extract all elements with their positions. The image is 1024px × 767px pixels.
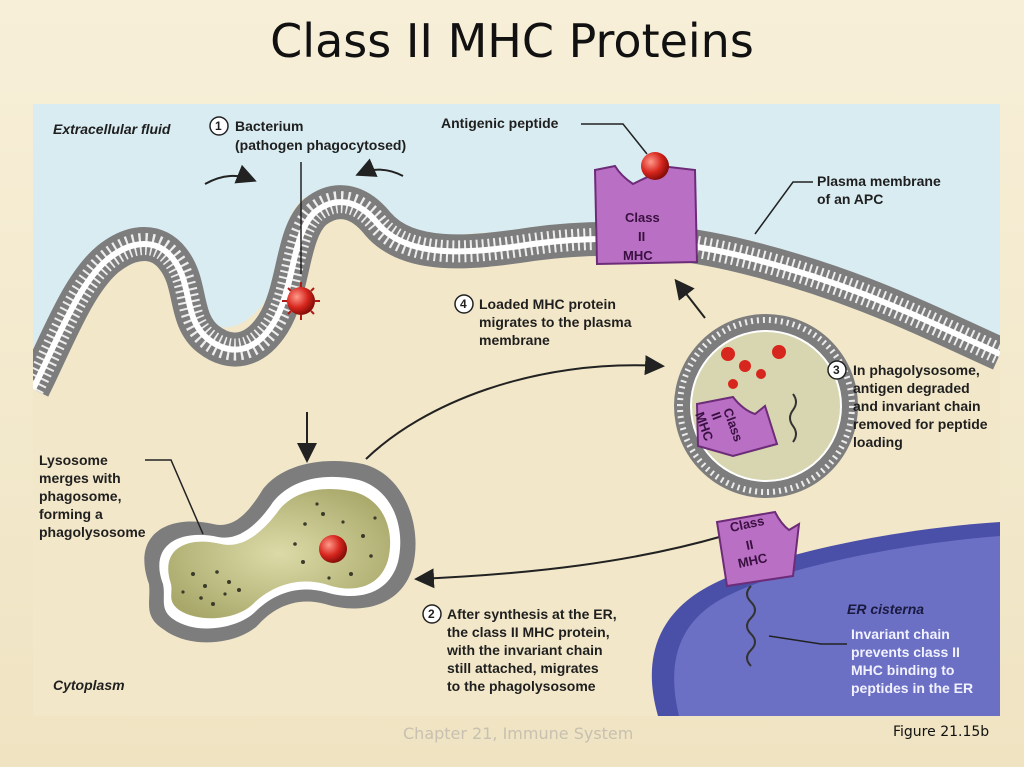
- step2-badge: [422, 604, 442, 624]
- to-loading-arrow: [365, 355, 665, 460]
- step4-line1: Loaded MHC protein: [479, 296, 616, 312]
- step1-line2: (pathogen phagocytosed): [235, 137, 406, 153]
- svg-text:II: II: [745, 537, 755, 553]
- lysosome-note-line5: phagolysosome: [39, 524, 146, 540]
- step3-line5: loading: [853, 434, 903, 450]
- svg-text:II: II: [708, 410, 725, 422]
- step3-line2: antigen degraded: [853, 380, 970, 396]
- er-to-lysosome-arrow: [414, 535, 724, 589]
- plasma-membrane-line2: of an APC: [817, 191, 883, 207]
- figure-number: Figure 21.15b: [893, 724, 990, 740]
- step3-line4: removed for peptide: [853, 416, 988, 432]
- step3-line3: and invariant chain: [853, 398, 981, 414]
- lysosome-note-line1: Lysosome: [39, 452, 108, 468]
- step2-line3: with the invariant chain: [446, 642, 603, 658]
- invariant-note-line3: MHC binding to: [851, 662, 954, 678]
- mhc-label-line1: Class: [625, 210, 660, 225]
- bacterium-in-lysosome-icon: [319, 535, 347, 563]
- step3-badge: [827, 360, 847, 380]
- er-label: ER cisterna: [847, 601, 924, 617]
- phagolysosome-merge: [144, 461, 416, 643]
- step2-line1: After synthesis at the ER,: [447, 606, 617, 622]
- mhc-protein-er: [715, 510, 801, 667]
- antigenic-peptide-label: Antigenic peptide: [441, 115, 559, 131]
- lysosome-note-line2: merges with: [39, 470, 121, 486]
- extracellular-label: Extracellular fluid: [53, 121, 171, 137]
- lysosome-note-line3: phagosome,: [39, 488, 121, 504]
- step2-line5: to the phagolysosome: [447, 678, 596, 694]
- mhc-diagram: Class II MHC Class II MHC: [33, 104, 1000, 716]
- extracellular-region: [33, 104, 1000, 374]
- slide-title: Class II MHC Proteins: [270, 14, 754, 68]
- invariant-note-line1: Invariant chain: [851, 626, 950, 642]
- mhc-label-line3: MHC: [623, 248, 653, 263]
- svg-text:2: 2: [428, 607, 435, 621]
- to-membrane-arrow: [674, 278, 706, 319]
- bacterium-icon: [282, 282, 320, 320]
- slide-footer: Chapter 21, Immune System: [403, 724, 634, 743]
- svg-text:1: 1: [215, 119, 222, 133]
- step4-badge: [454, 294, 474, 314]
- invariant-note-line2: prevents class II: [851, 644, 960, 660]
- cytoplasm-label: Cytoplasm: [53, 677, 125, 693]
- step2-line2: the class II MHC protein,: [447, 624, 610, 640]
- step3-line1: In phagolysosome,: [853, 362, 980, 378]
- step2-line4: still attached, migrates: [447, 660, 599, 676]
- step4-line3: membrane: [479, 332, 550, 348]
- plasma-membrane-line1: Plasma membrane: [817, 173, 941, 189]
- phagolysosome-loading: [674, 314, 858, 498]
- step4-line2: migrates to the plasma: [479, 314, 632, 330]
- mhc-label-line2: II: [638, 229, 645, 244]
- lysosome-note-line4: forming a: [39, 506, 103, 522]
- svg-text:4: 4: [460, 297, 467, 311]
- svg-text:3: 3: [833, 363, 840, 377]
- svg-text:Class: Class: [729, 513, 766, 535]
- inward-arrow-right: [355, 158, 404, 177]
- step1-badge: [209, 116, 229, 136]
- invariant-note-line4: peptides in the ER: [851, 680, 973, 696]
- step1-line1: Bacterium: [235, 118, 303, 134]
- mhc-protein-membrane: [593, 152, 699, 266]
- svg-text:MHC: MHC: [737, 550, 770, 571]
- inward-arrow-left: [204, 164, 257, 185]
- antigenic-peptide-icon: [641, 152, 669, 180]
